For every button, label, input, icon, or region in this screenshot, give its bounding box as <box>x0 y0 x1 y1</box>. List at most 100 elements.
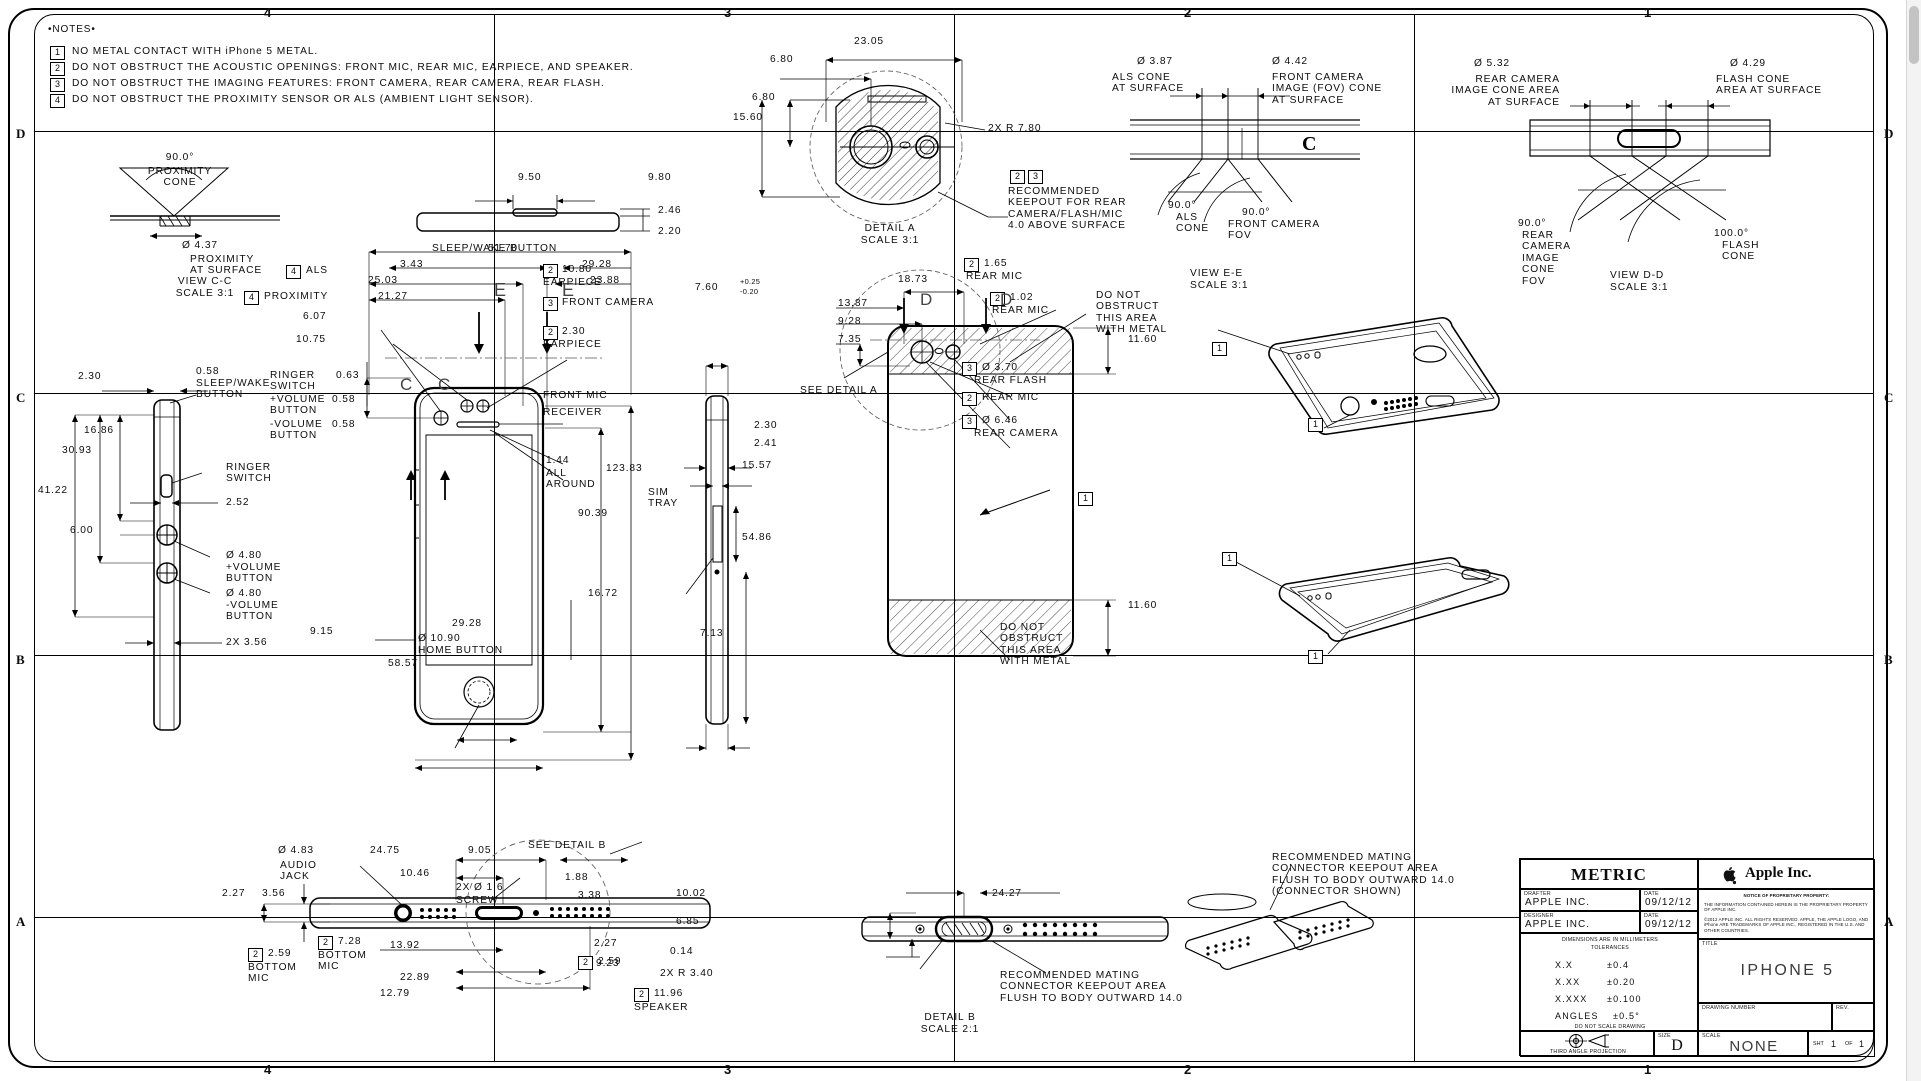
thin-view-tol-minus: -0.20 <box>740 287 759 296</box>
detail-b-callout: RECOMMENDED MATING CONNECTOR KEEPOUT ARE… <box>1000 970 1183 1004</box>
detail-a-dim-x: 6.80 <box>770 54 794 65</box>
front-view-section-e-left: E <box>494 280 508 300</box>
company-cell: Apple Inc. <box>1698 859 1875 889</box>
bottom-view-audio-dia: Ø 4.83 <box>278 845 314 856</box>
front-view-earpiece-label-1: EARPIECE <box>543 277 602 288</box>
zone-divider <box>34 131 1874 132</box>
view-ee-als-dia: Ø 3.87 <box>1137 56 1173 67</box>
view-dd-name: VIEW D-D <box>1610 270 1665 281</box>
zone-divider <box>954 14 955 1062</box>
notice-heading: NOTICE OF PROPRIETARY PROPERTY: <box>1743 893 1830 898</box>
view-dd-angle-left: 90.0° <box>1518 218 1547 229</box>
designer-value: APPLE INC. <box>1525 919 1591 930</box>
rear-view-mic-dim-2: 1.02 <box>1010 292 1034 303</box>
bottom-view-speaker-dim-1: 2.59 <box>598 956 622 967</box>
front-view-dim-9-15: 9.15 <box>310 626 334 637</box>
iso-bottom-flag-mid: 1 <box>1308 650 1323 664</box>
bottom-view-dim-12-79: 12.79 <box>380 988 410 999</box>
bottom-view-screw-dim: 2X Ø 1.6 <box>456 882 504 893</box>
bottom-view-screw-label: SCREW <box>456 895 499 906</box>
left-view-dim-16-86: 16.86 <box>84 425 114 436</box>
detail-a-flag-3: 3 <box>1028 170 1043 184</box>
bottom-view-dim-3-38: 3.38 <box>578 890 602 901</box>
drafter-value: APPLE INC. <box>1525 897 1591 908</box>
zone-label-row-D-right: D <box>1884 126 1894 141</box>
iso-view-bottom-geometry <box>1250 530 1550 660</box>
zone-divider <box>34 393 1874 394</box>
size-label: SIZE <box>1658 1033 1671 1039</box>
front-view-proximity-flag: 4 <box>244 291 259 305</box>
svg-text:C: C <box>1302 133 1316 155</box>
bottom-view-dim-9-23: 9.23 <box>596 958 620 969</box>
zone-label-col-2-top: 2 <box>1184 5 1192 20</box>
rear-view-mic-label-1: REAR MIC <box>966 271 1024 282</box>
view-cc-name: VIEW C-C <box>177 276 233 287</box>
designer-cell: DESIGNER APPLE INC. <box>1520 911 1640 933</box>
sleepwake-edge-view-geometry <box>415 195 665 255</box>
metric-label: METRIC <box>1571 865 1647 884</box>
bottom-view-dim-9-05: 9.05 <box>468 845 492 856</box>
drafter-date-label: DATE <box>1644 891 1659 897</box>
sleepwake-dim-left: 9.50 <box>518 172 542 183</box>
view-dd-scale: SCALE 3:1 <box>1610 282 1669 293</box>
view-cc-diameter-label: PROXIMITY AT SURFACE <box>190 254 263 277</box>
sheet-border-outer <box>8 8 1888 1068</box>
view-cc-angle: 90.0° <box>165 152 195 163</box>
notice-body-2: ©2012 APPLE INC. ALL RIGHTS RESERVED. AP… <box>1704 916 1869 933</box>
rear-view-camera-label: REAR CAMERA <box>974 428 1059 439</box>
bottom-view-mic-flag-1: 2 <box>248 948 263 962</box>
detail-a-radius: 2X R 7.80 <box>988 123 1042 134</box>
zone-label-row-B-right: B <box>1884 652 1893 667</box>
front-view-dim-29-28: 29.28 <box>582 259 612 270</box>
notice-cell: NOTICE OF PROPRIETARY PROPERTY: THE INFO… <box>1698 889 1875 939</box>
front-view-dim-6-07: 6.07 <box>303 311 327 322</box>
designer-date-value: 09/12/12 <box>1645 919 1692 930</box>
note-text-2: DO NOT OBSTRUCT THE ACOUSTIC OPENINGS: F… <box>72 62 634 73</box>
view-dd-flash-label: FLASH CONE AREA AT SURFACE <box>1716 74 1822 97</box>
designer-label: DESIGNER <box>1524 913 1554 919</box>
tolerance-value-3: ±0.5° <box>1613 1011 1641 1021</box>
bottom-view-dim-10-46: 10.46 <box>400 868 430 879</box>
title-block: METRIC Apple Inc. DRAFTER APPLE INC. DAT… <box>1519 858 1875 1057</box>
front-view-earpiece-label-2: EARPIECE <box>543 339 602 350</box>
drafter-cell: DRAFTER APPLE INC. <box>1520 889 1640 911</box>
view-dd-angle-right-label: FLASH CONE <box>1722 240 1760 263</box>
note-flag-3: 3 <box>50 78 65 92</box>
front-view-front-mic-label: FRONT MIC <box>543 390 608 401</box>
rear-view-camera-flag: 3 <box>962 415 977 429</box>
company-name: Apple Inc. <box>1745 865 1812 881</box>
connector-iso-callout: RECOMMENDED MATING CONNECTOR KEEPOUT ARE… <box>1272 852 1455 898</box>
rear-view-flash-label: REAR FLASH <box>974 375 1047 386</box>
view-ee-geometry: C <box>1130 80 1380 230</box>
thin-view-dim-54-86: 54.86 <box>742 532 772 543</box>
view-dd-rear-label: REAR CAMERA IMAGE CONE AREA AT SURFACE <box>1451 74 1560 108</box>
view-cc-geometry <box>110 160 290 239</box>
scale-label: SCALE <box>1702 1033 1721 1039</box>
note-text-1: NO METAL CONTACT WITH iPhone 5 METAL. <box>72 46 319 57</box>
sleepwake-label: SLEEP/WAKE BUTTON <box>432 243 558 254</box>
tolerance-cell: DIMENSIONS ARE IN MILLIMETERS TOLERANCES… <box>1520 933 1698 1031</box>
drawing-number-cell: DRAWING NUMBER <box>1698 1003 1832 1031</box>
detail-b-dim-10-02: 10.02 <box>676 888 706 899</box>
thin-view-dim-7-60: 7.60 <box>695 282 719 293</box>
scrollbar-thumb[interactable] <box>1909 6 1919 64</box>
detail-a-dim-h: 15.60 <box>733 112 763 123</box>
sheet-of-label: OF <box>1845 1041 1853 1047</box>
iso-bottom-flag-left: 1 <box>1222 552 1237 566</box>
detail-b-dim-6-85: 6.85 <box>676 916 700 927</box>
detail-a-dim-y: 6.80 <box>752 92 776 103</box>
tolerances-heading: TOLERANCES <box>1590 945 1630 951</box>
detail-b-scale: SCALE 2:1 <box>920 1024 980 1035</box>
front-view-section-e-right: E <box>562 280 576 300</box>
zone-divider <box>494 14 495 1062</box>
vertical-scrollbar[interactable] <box>1906 0 1921 1081</box>
note-flag-1: 1 <box>50 46 65 60</box>
detail-a-scale: SCALE 3:1 <box>860 235 920 246</box>
front-view-dim-25-03: 25.03 <box>368 275 398 286</box>
left-view-vol-plus-label: +VOLUME BUTTON <box>226 562 282 585</box>
sheet-number: 1 <box>1831 1039 1837 1049</box>
front-view-home-dia: Ø 10.90 <box>418 633 461 644</box>
rear-view-dim-11-60-bottom: 11.60 <box>1128 600 1158 611</box>
rear-view-dim-7-35: 7.35 <box>838 334 862 345</box>
left-side-view-geometry <box>72 388 270 755</box>
